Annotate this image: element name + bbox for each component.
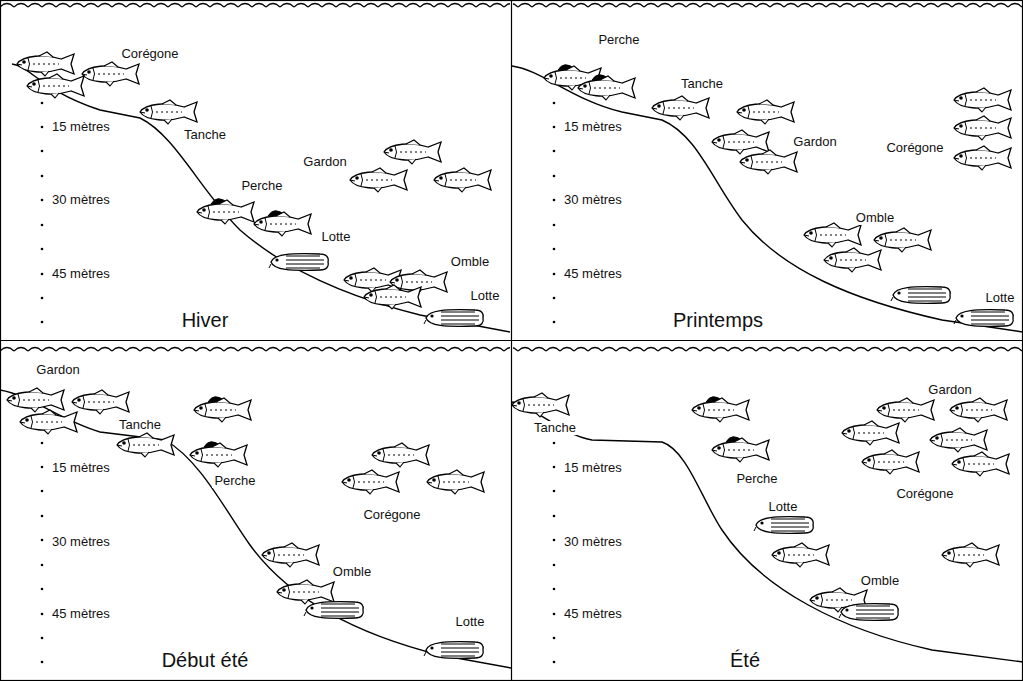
- depth-label: 15 mètres: [562, 120, 624, 134]
- fish-name: Tanche: [679, 77, 725, 91]
- fish-name: Lotte: [454, 615, 487, 629]
- fish-name: Lotte: [767, 500, 800, 514]
- depth-label: 45 mètres: [50, 267, 112, 281]
- depth-label: 15 mètres: [562, 461, 624, 475]
- fish-name: Lotte: [320, 230, 353, 244]
- fish-name: Corégone: [894, 487, 955, 501]
- depth-ticks: [41, 102, 556, 664]
- fish-name: Corégone: [119, 47, 180, 61]
- fish-name: Gardon: [301, 155, 348, 169]
- fish-name: Omble: [331, 565, 373, 579]
- fish-hiver: [17, 52, 491, 326]
- fish-name: Gardon: [34, 363, 81, 377]
- depth-label: 45 mètres: [562, 607, 624, 621]
- fish-name: Perche: [734, 472, 779, 486]
- fish-name: Tanche: [182, 128, 228, 142]
- fish-name: Gardon: [926, 383, 973, 397]
- fish-name: Corégone: [361, 508, 422, 522]
- fish-name: Tanche: [532, 421, 578, 435]
- depth-label: 30 mètres: [562, 193, 624, 207]
- depth-label: 30 mètres: [50, 193, 112, 207]
- depth-label: 30 mètres: [50, 535, 112, 549]
- depth-label: 15 mètres: [50, 120, 112, 134]
- fish-name: Corégone: [884, 141, 945, 155]
- fish-name: Omble: [859, 574, 901, 588]
- depth-label: 45 mètres: [50, 607, 112, 621]
- depth-label: 45 mètres: [562, 267, 624, 281]
- fish-name: Gardon: [791, 135, 838, 149]
- season-title: Printemps: [671, 309, 765, 331]
- fish-name: Omble: [449, 255, 491, 269]
- lake-bottom: [0, 64, 1023, 668]
- depth-label: 15 mètres: [50, 461, 112, 475]
- fish-name: Perche: [596, 33, 641, 47]
- fish-debut-ete: [7, 388, 484, 658]
- season-title: Hiver: [180, 309, 231, 331]
- fish-name: Lotte: [469, 289, 502, 303]
- fish-ete: [512, 393, 1009, 620]
- fish-name: Lotte: [984, 291, 1017, 305]
- fish-name: Perche: [212, 474, 257, 488]
- fish-name: Tanche: [117, 418, 163, 432]
- fish-name: Omble: [854, 211, 896, 225]
- water-surface: [1, 0, 1022, 352]
- fish-name: Perche: [239, 179, 284, 193]
- fish-printemps: [544, 65, 1013, 327]
- season-title: Début été: [160, 649, 251, 671]
- season-title: Été: [728, 649, 762, 671]
- depth-label: 30 mètres: [562, 535, 624, 549]
